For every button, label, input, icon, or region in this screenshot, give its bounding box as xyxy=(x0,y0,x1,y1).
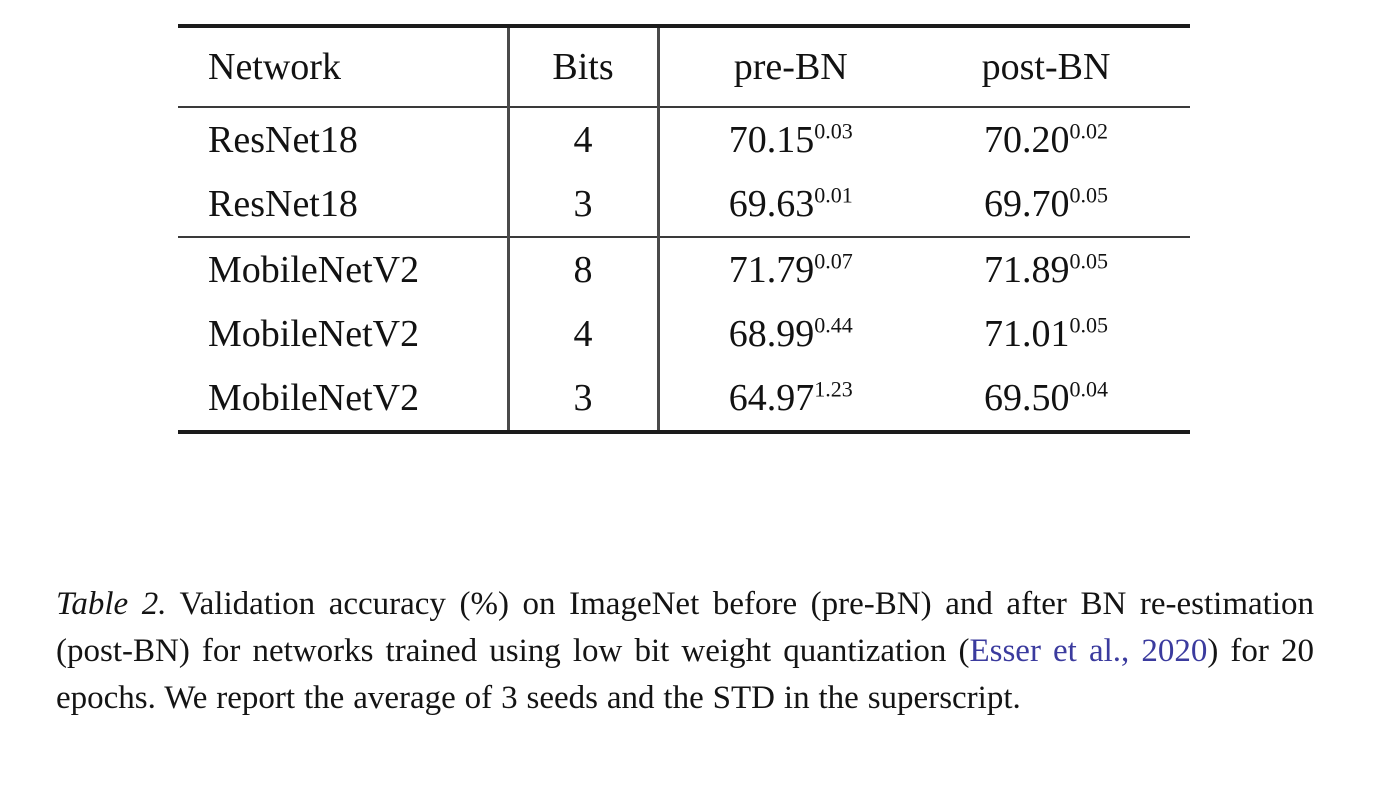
cell-pre-bn: 64.971.23 xyxy=(656,366,916,432)
std-superscript: 0.03 xyxy=(814,118,853,144)
std-superscript: 0.05 xyxy=(1069,312,1109,338)
table-row: ResNet18 3 69.630.01 69.700.05 xyxy=(178,172,1190,237)
table-header-row: Network Bits pre-BN post-BN xyxy=(178,28,1190,107)
std-superscript: 0.05 xyxy=(1069,182,1109,208)
cell-bits: 4 xyxy=(506,302,658,366)
cell-network: MobileNetV2 xyxy=(208,377,420,419)
cell-network: ResNet18 xyxy=(208,119,358,161)
value: 71.79 xyxy=(728,249,815,291)
cell-bits: 3 xyxy=(506,366,658,432)
value: 69.70 xyxy=(983,183,1070,225)
cell-post-bn: 71.010.05 xyxy=(916,302,1190,366)
cell-bits: 4 xyxy=(506,108,658,172)
std-superscript: 0.44 xyxy=(814,312,853,338)
cell-bits: 8 xyxy=(506,238,658,302)
cell-pre-bn: 68.990.44 xyxy=(656,302,916,366)
value: 71.89 xyxy=(983,249,1070,291)
std-superscript: 0.04 xyxy=(1069,376,1109,402)
citation-link[interactable]: Esser et al., 2020 xyxy=(969,633,1208,669)
std-superscript: 0.07 xyxy=(814,248,853,274)
results-table-container: Network Bits pre-BN post-BN ResNet18 4 7… xyxy=(178,24,1190,436)
value: 70.15 xyxy=(728,119,815,161)
value: 68.99 xyxy=(728,313,815,355)
table-row: ResNet18 4 70.150.03 70.200.02 xyxy=(178,108,1190,172)
table-row: MobileNetV2 8 71.790.07 71.890.05 xyxy=(178,238,1190,302)
table-rule-bottom xyxy=(178,430,1190,436)
std-superscript: 1.23 xyxy=(814,376,853,402)
cell-pre-bn: 70.150.03 xyxy=(656,108,916,172)
cell-bits: 3 xyxy=(506,172,658,237)
value: 64.97 xyxy=(728,377,815,419)
table-row: MobileNetV2 4 68.990.44 71.010.05 xyxy=(178,302,1190,366)
caption-text-before-citation: Validation accuracy (%) on ImageNet befo… xyxy=(56,586,1314,669)
column-header-pre-bn: pre-BN xyxy=(656,28,916,107)
column-header-bits: Bits xyxy=(506,28,658,107)
cell-pre-bn: 69.630.01 xyxy=(656,172,916,237)
cell-post-bn: 69.700.05 xyxy=(916,172,1190,237)
column-header-network: Network xyxy=(208,46,341,88)
cell-post-bn: 69.500.04 xyxy=(916,366,1190,432)
value: 69.63 xyxy=(728,183,815,225)
cell-network: MobileNetV2 xyxy=(208,249,420,291)
table-caption: Table 2. Validation accuracy (%) on Imag… xyxy=(56,581,1314,722)
caption-label: Table 2. xyxy=(56,586,167,622)
column-header-post-bn: post-BN xyxy=(981,46,1111,88)
table-row: MobileNetV2 3 64.971.23 69.500.04 xyxy=(178,366,1190,432)
caption-text-after-citation: ) for 20 epochs. We report the average o… xyxy=(56,633,1315,716)
cell-network: ResNet18 xyxy=(208,183,358,225)
std-superscript: 0.01 xyxy=(814,182,853,208)
std-superscript: 0.02 xyxy=(1069,118,1109,144)
cell-network: MobileNetV2 xyxy=(208,313,420,355)
cell-pre-bn: 71.790.07 xyxy=(656,238,916,302)
value: 70.20 xyxy=(983,119,1070,161)
value: 69.50 xyxy=(983,377,1070,419)
validation-accuracy-table: Network Bits pre-BN post-BN ResNet18 4 7… xyxy=(178,24,1190,436)
value: 71.01 xyxy=(983,313,1070,355)
cell-post-bn: 71.890.05 xyxy=(916,238,1190,302)
cell-post-bn: 70.200.02 xyxy=(916,108,1190,172)
std-superscript: 0.05 xyxy=(1069,248,1109,274)
